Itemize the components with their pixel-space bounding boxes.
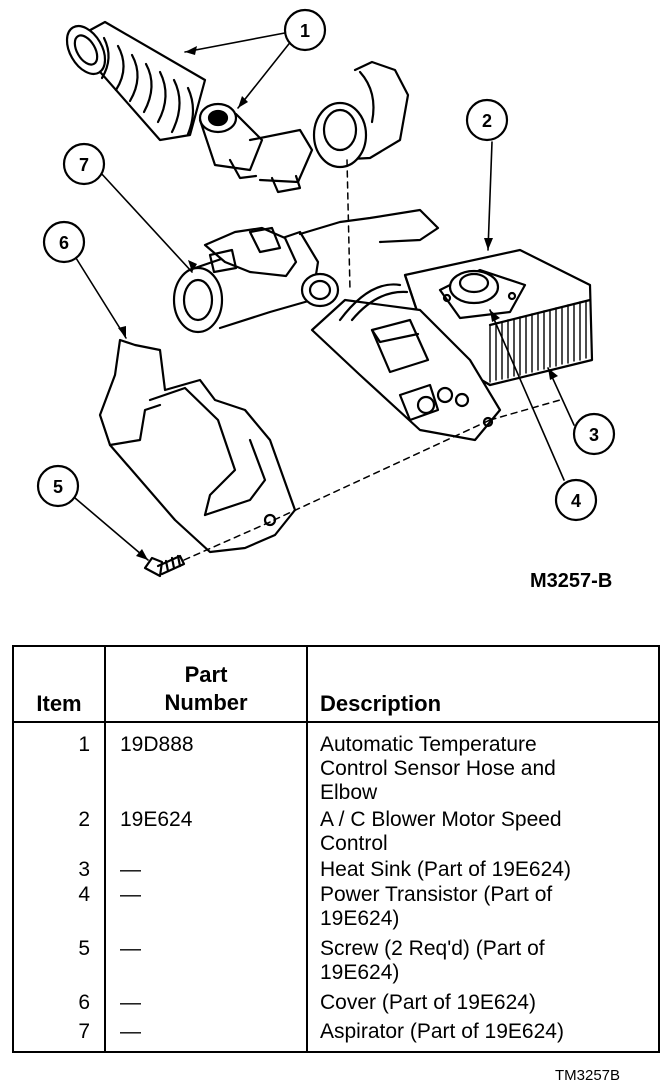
desc-line: Control Sensor Hose and [320, 757, 556, 780]
parts-table: Item Part Number Description 1 19D888 Au… [12, 645, 660, 1053]
callout-circle-4 [554, 478, 598, 522]
desc-line: Screw (2 Req'd) (Part of [320, 936, 545, 960]
figure-id: M3257-B [530, 570, 613, 592]
callout-circle-2 [465, 98, 509, 142]
callout-label-4: 4 [571, 491, 581, 511]
desc-line: Elbow [320, 781, 378, 804]
cell-part: — [104, 857, 307, 883]
elbow-tube [312, 60, 410, 169]
callout-label-6: 6 [59, 233, 69, 253]
aspirator [172, 208, 440, 334]
desc-line: Cover (Part of 19E624) [320, 990, 536, 1014]
callout-circle-5 [36, 464, 80, 508]
cell-description: Power Transistor (Part of 19E624) [306, 882, 658, 937]
sensor-elbow [198, 102, 314, 194]
desc-line: Control [320, 832, 388, 856]
cell-item: 3 [78, 857, 90, 881]
callout-label-3: 3 [589, 425, 599, 445]
cell-description: A / C Blower Motor Speed Control [306, 808, 658, 858]
header-item: Item [14, 647, 105, 723]
cell-item: 2 [78, 808, 90, 832]
table-row: 4 — Power Transistor (Part of 19E624) [14, 882, 658, 937]
callout-label-5: 5 [53, 477, 63, 497]
callout-label-1: 1 [300, 21, 310, 41]
table-header-row: Item Part Number Description [14, 647, 658, 723]
cell-description: Automatic Temperature Control Sensor Hos… [306, 722, 658, 809]
heat-sink-fins [489, 300, 587, 383]
cell-description: Aspirator (Part of 19E624) [306, 1019, 658, 1051]
cell-description: Cover (Part of 19E624) [306, 990, 658, 1020]
callout-circle-7 [62, 142, 106, 186]
cell-part: — [104, 990, 307, 1020]
desc-line: A / C Blower Motor Speed [320, 808, 562, 832]
cover [98, 338, 297, 554]
callout-circle-6 [42, 220, 86, 264]
desc-line: Heat Sink (Part of 19E624) [320, 857, 571, 881]
cell-item: 6 [78, 990, 90, 1014]
cell-part: — [104, 882, 307, 937]
cell-item: 4 [78, 882, 90, 906]
cell-item: 7 [78, 1019, 90, 1043]
table-row: 5 — Screw (2 Req'd) (Part of 19E624) [14, 936, 658, 991]
table-row: 6 — Cover (Part of 19E624) [14, 990, 658, 1020]
cell-description: Heat Sink (Part of 19E624) [306, 857, 658, 883]
cell-part: 19E624 [104, 808, 307, 858]
header-description: Description [306, 647, 658, 723]
desc-line: 19E624) [320, 960, 400, 984]
table-row: 2 19E624 A / C Blower Motor Speed Contro… [14, 808, 658, 858]
cell-part: — [104, 936, 307, 991]
cell-item: 5 [78, 936, 90, 960]
desc-line: Aspirator (Part of 19E624) [320, 1019, 564, 1043]
header-part-number: Part Number [104, 647, 307, 723]
cell-description: Screw (2 Req'd) (Part of 19E624) [306, 936, 658, 991]
header-part-line1: Part [184, 662, 228, 687]
header-part-line2: Number [164, 690, 248, 715]
desc-line: Power Transistor (Part of [320, 882, 553, 906]
circuit-board [310, 283, 502, 442]
callout-label-7: 7 [79, 155, 89, 175]
callout-circle-1 [283, 8, 327, 52]
exploded-diagram: 1 2 3 4 5 6 7 [36, 8, 616, 578]
callout-label-2: 2 [482, 111, 492, 131]
desc-line: Automatic Temperature [320, 733, 537, 756]
callout-circle-3 [572, 412, 616, 456]
cell-item: 1 [78, 733, 90, 756]
desc-line: 19E624) [320, 906, 400, 930]
sensor-hose [65, 20, 207, 142]
table-row: 7 — Aspirator (Part of 19E624) [14, 1019, 658, 1051]
table-row: 3 — Heat Sink (Part of 19E624) [14, 857, 658, 883]
power-transistor [438, 268, 527, 320]
screw [143, 554, 186, 578]
document-id: TM3257B [555, 1067, 621, 1084]
cell-part: — [104, 1019, 307, 1051]
cell-part: 19D888 [104, 722, 307, 809]
table-row: 1 19D888 Automatic Temperature Control S… [14, 722, 658, 809]
